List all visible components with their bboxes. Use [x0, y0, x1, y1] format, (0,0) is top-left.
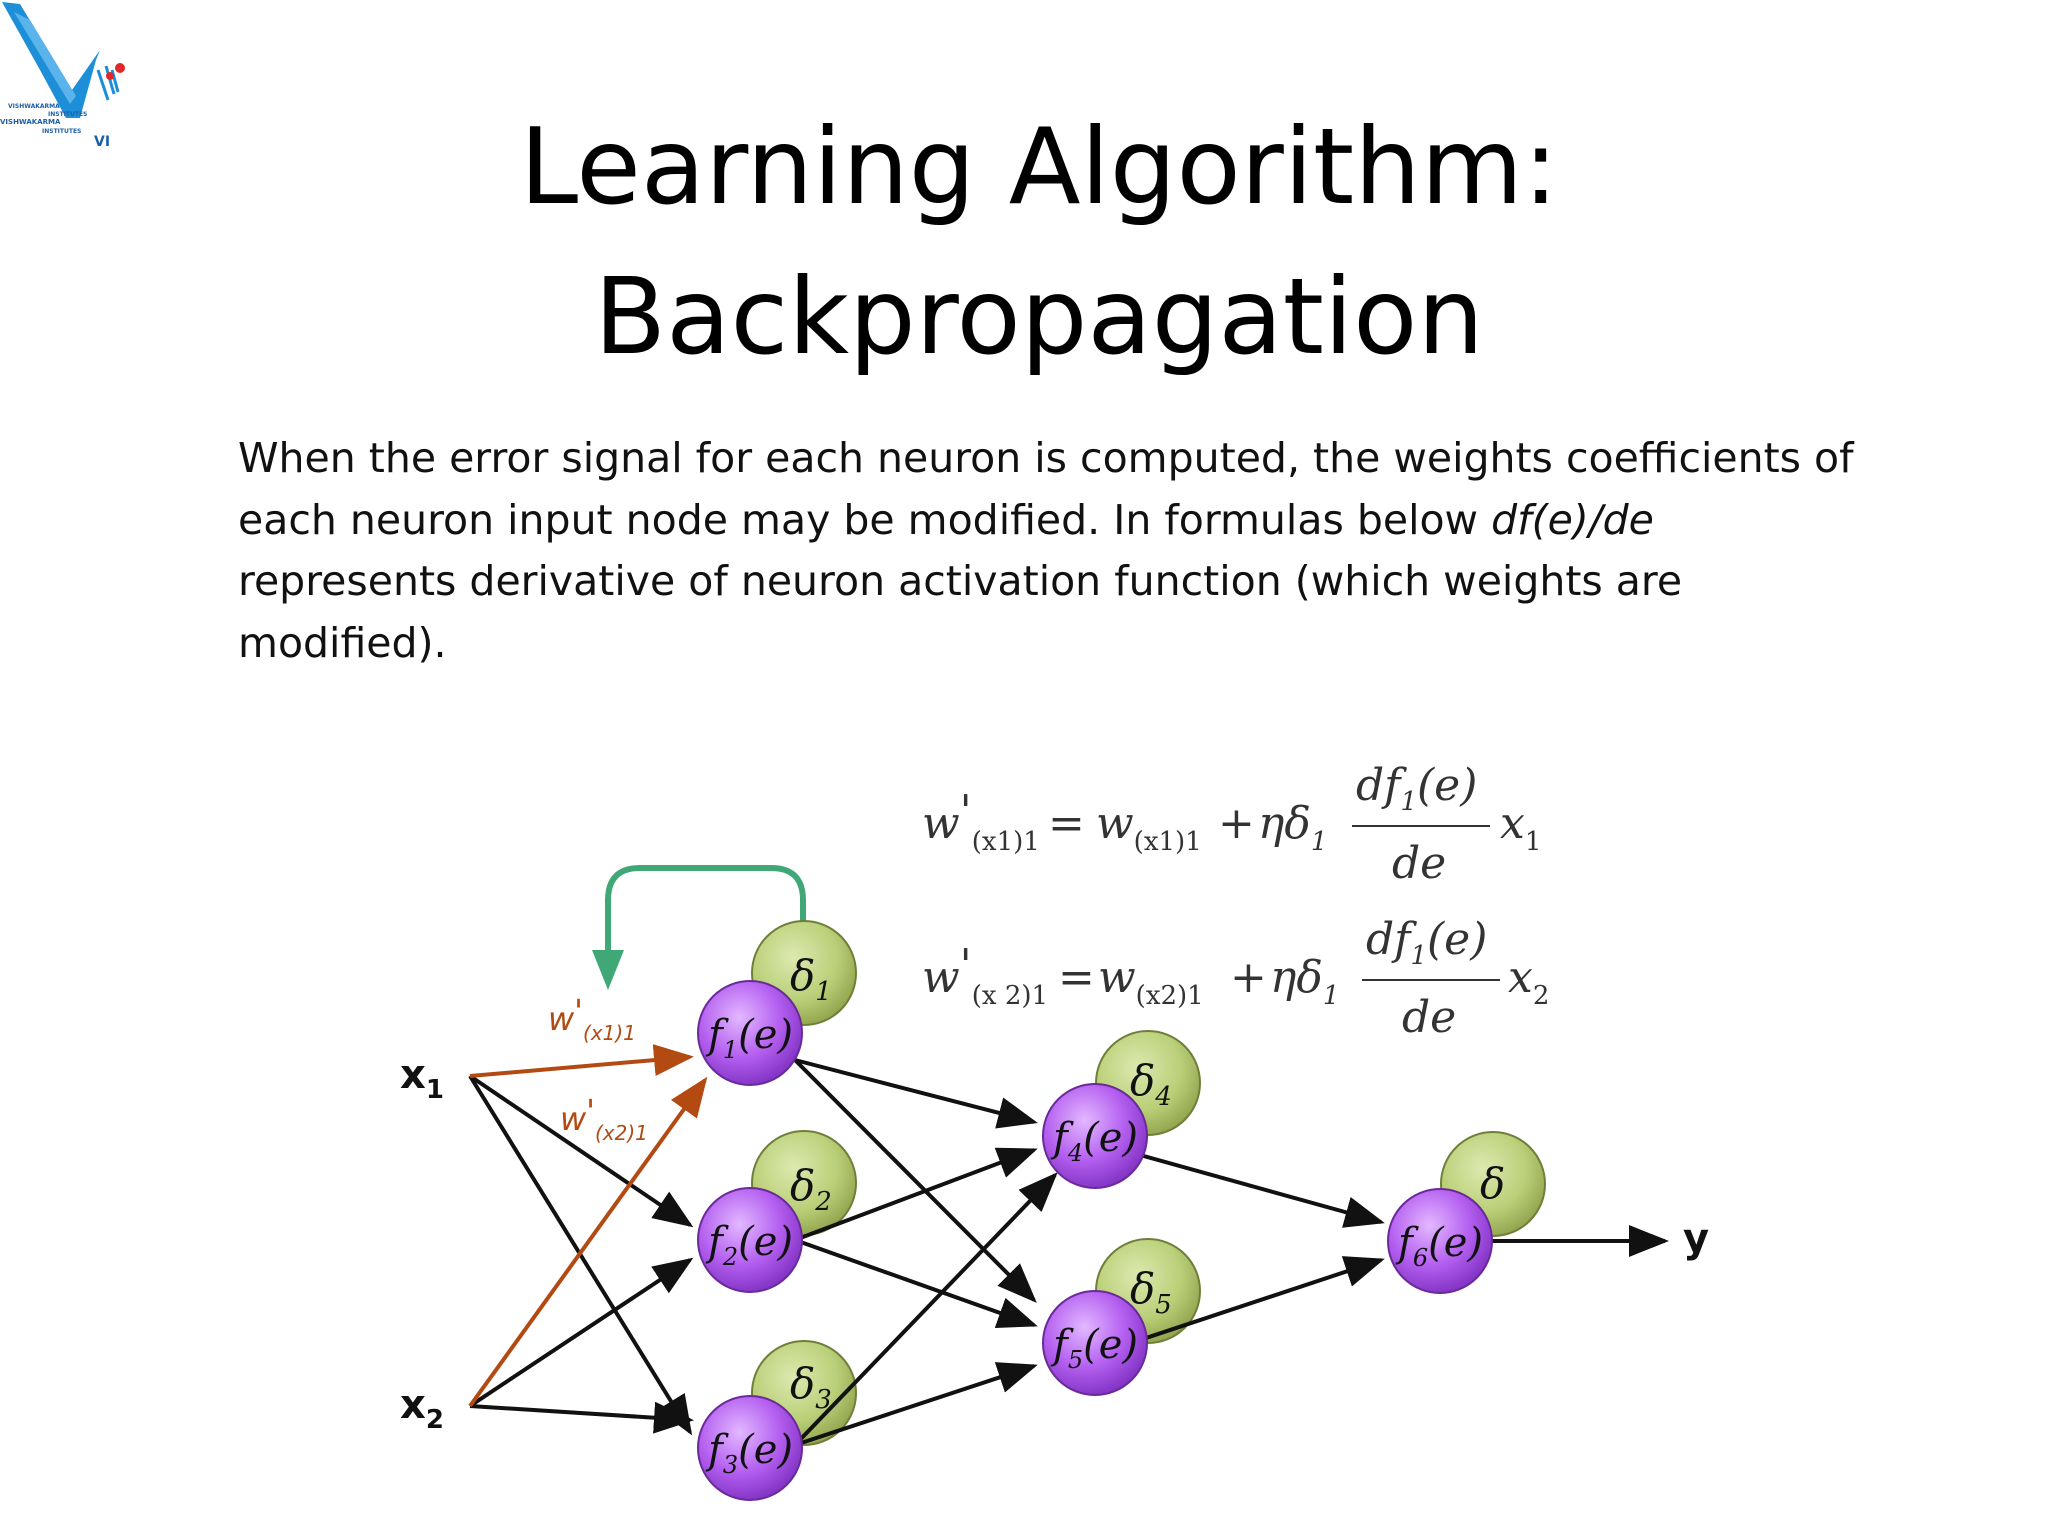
- delta-label-4: δ4: [1130, 1056, 1172, 1112]
- neuron-label-2: f2(e): [705, 1219, 793, 1271]
- delta-label-6: δ: [1480, 1159, 1505, 1208]
- edge-x2-n1: [468, 1076, 708, 1408]
- neuron-label-5: f5(e): [1050, 1322, 1138, 1374]
- paragraph-text-2: represents derivative of neuron activati…: [238, 557, 1683, 667]
- neuron-nodes: [697, 980, 1493, 1501]
- edge-n4-n6: [1139, 1153, 1385, 1228]
- delta-label-5: δ5: [1130, 1264, 1172, 1320]
- output-y-label: y: [1683, 1216, 1709, 1262]
- formula1-x: x1: [1500, 798, 1541, 857]
- institute-logo: VISHWAKARMA INSTITUTES VISHWAKARMA INSTI…: [0, 2, 125, 150]
- edge-n1-n5: [793, 1058, 1037, 1303]
- paragraph-italic-derivative: df(e)/de: [1491, 495, 1654, 544]
- neuron-label-3: f3(e): [705, 1427, 793, 1479]
- logo-stroke-1: [96, 69, 110, 101]
- neuron-label-4: f4(e): [1050, 1115, 1138, 1167]
- slide-paragraph: When the error signal for each neuron is…: [238, 428, 1878, 674]
- neuron-2: [697, 1187, 803, 1293]
- formula1-numerator: df1(e): [1356, 760, 1477, 817]
- edge-n3-n5: [794, 1362, 1038, 1447]
- updated-edges: [468, 1044, 708, 1408]
- logo-text-line4: INSTITUTES: [42, 128, 81, 135]
- formula2-eq: =: [1058, 952, 1095, 1003]
- delta-label-3: δ3: [790, 1359, 832, 1415]
- logo-swoosh-light: [14, 12, 76, 104]
- logo-text-line3: VISHWAKARMA: [0, 118, 61, 126]
- delta-label-1: δ1: [790, 951, 832, 1007]
- neuron-1: [697, 980, 803, 1086]
- slide-title: Learning Algorithm: Backpropagation: [0, 92, 2048, 392]
- neuron-5: [1042, 1290, 1148, 1396]
- edge-x2-n3: [469, 1401, 694, 1434]
- formula-2: w'(x 2)1 = w(x2)1 + ηδ1 df1(e) de x2: [922, 914, 1549, 1043]
- formula-1: w'(x1)1 = w(x1)1 + ηδ1 df1(e) de x1: [922, 760, 1541, 889]
- edge-n3-n4: [793, 1172, 1058, 1447]
- neuron-4: [1042, 1083, 1148, 1189]
- slide-title-line1: Learning Algorithm:: [519, 106, 1559, 228]
- edge-x2-n2: [468, 1257, 694, 1408]
- formula1-denominator: de: [1392, 838, 1446, 889]
- neuron-label-1: f1(e): [705, 1012, 793, 1064]
- logo-dot-red-2: [106, 72, 114, 80]
- input-x1-label: x1: [400, 1052, 444, 1105]
- formula1-plus: +: [1218, 798, 1255, 849]
- formula2-denominator: de: [1402, 992, 1456, 1043]
- delta-label-2: δ2: [790, 1161, 832, 1217]
- weight-label-x2: w'(x2)1: [560, 1092, 648, 1145]
- formula1-eq: =: [1048, 798, 1085, 849]
- edge-n1-n4: [794, 1058, 1038, 1129]
- formula2-rhs-w: w(x2)1: [1098, 952, 1204, 1011]
- formula2-eta-delta: ηδ1: [1270, 952, 1339, 1011]
- logo-dot-red: [115, 63, 125, 73]
- paragraph-text-1: When the error signal for each neuron is…: [238, 434, 1854, 544]
- neuron-label-6: f6(e): [1395, 1220, 1483, 1272]
- neuron-3: [697, 1395, 803, 1501]
- edge-x1-n1: [469, 1044, 694, 1078]
- input-x2-label: x2: [400, 1382, 444, 1435]
- edge-x1-n2: [468, 1074, 694, 1228]
- feedback-arrowhead: [592, 950, 624, 990]
- formula2-plus: +: [1230, 952, 1267, 1003]
- slide-title-line2: Backpropagation: [594, 256, 1484, 378]
- formula2-x: x2: [1508, 952, 1549, 1011]
- formula1-rhs-w: w(x1)1: [1096, 798, 1202, 857]
- logo-text-line1: VISHWAKARMA: [8, 103, 60, 110]
- logo-mark: VI: [94, 134, 110, 150]
- formula2-lhs: w'(x 2)1: [922, 940, 1048, 1011]
- edge-n5-n6: [1139, 1256, 1385, 1342]
- formula2-numerator: df1(e): [1366, 914, 1487, 971]
- feedback-arrow: [605, 865, 806, 955]
- edge-n2-n4: [794, 1147, 1038, 1242]
- hidden-edges: [793, 1058, 1669, 1447]
- edge-n2-n5: [794, 1238, 1038, 1329]
- formula1-lhs: w'(x1)1: [922, 786, 1040, 857]
- logo-text-line2: INSTITUTES: [48, 111, 87, 118]
- formula1-eta-delta: ηδ1: [1258, 798, 1327, 857]
- neuron-6: [1387, 1188, 1493, 1294]
- weight-label-x1: w'(x1)1: [548, 992, 636, 1045]
